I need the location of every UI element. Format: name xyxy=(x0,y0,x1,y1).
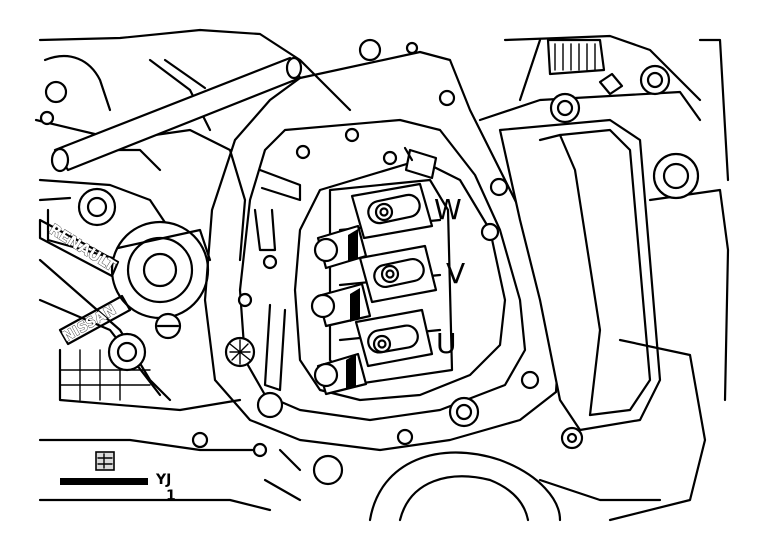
part-label: YJ 1 xyxy=(60,451,176,504)
part-code-line2: 1 xyxy=(166,488,176,504)
terminal-v xyxy=(310,244,438,328)
top-connector xyxy=(546,38,606,76)
bottom-pulley xyxy=(263,448,562,522)
phase-label-u: U xyxy=(436,327,457,360)
right-bolts xyxy=(448,64,700,450)
phase-label-v: V xyxy=(446,257,465,290)
right-housing xyxy=(478,34,730,522)
terminal-w xyxy=(313,182,434,270)
cover-bolt-holes xyxy=(191,38,540,458)
terminal-cover-frame xyxy=(203,50,562,452)
terminal-u xyxy=(313,308,434,396)
phase-label-w: W xyxy=(434,193,462,226)
housing-partner-text: NISSAN xyxy=(60,302,119,345)
harness-clip xyxy=(403,146,438,180)
mount-bolt-large xyxy=(110,220,212,320)
part-code-line1: YJ xyxy=(155,472,171,488)
upper-rod xyxy=(50,56,303,173)
breather-plug xyxy=(224,336,256,368)
left-bolts xyxy=(39,80,182,372)
